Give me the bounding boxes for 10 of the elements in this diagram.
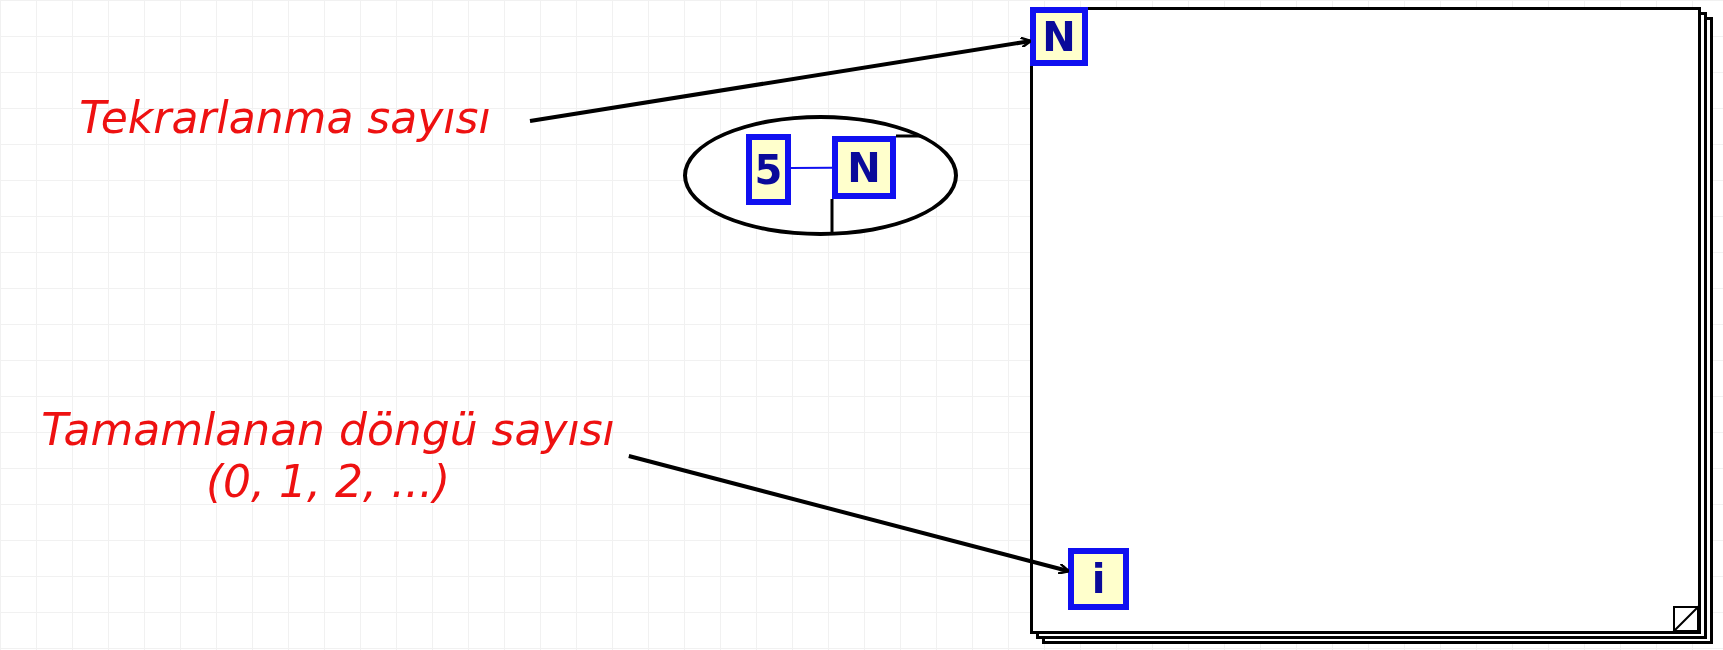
terminal-box: N xyxy=(1030,7,1088,66)
arrow xyxy=(529,36,1033,123)
loop-frame xyxy=(1030,7,1701,634)
terminal-box: 5 xyxy=(746,134,791,205)
arrow xyxy=(628,454,1071,575)
terminal-box: i xyxy=(1068,548,1129,610)
annotation-text: Tekrarlanma sayısı xyxy=(40,88,530,148)
wire xyxy=(790,166,833,170)
annotation-text: Tamamlanan döngü sayısı (0, 1, 2, ...) xyxy=(8,396,648,516)
terminal-box: N xyxy=(832,136,896,199)
